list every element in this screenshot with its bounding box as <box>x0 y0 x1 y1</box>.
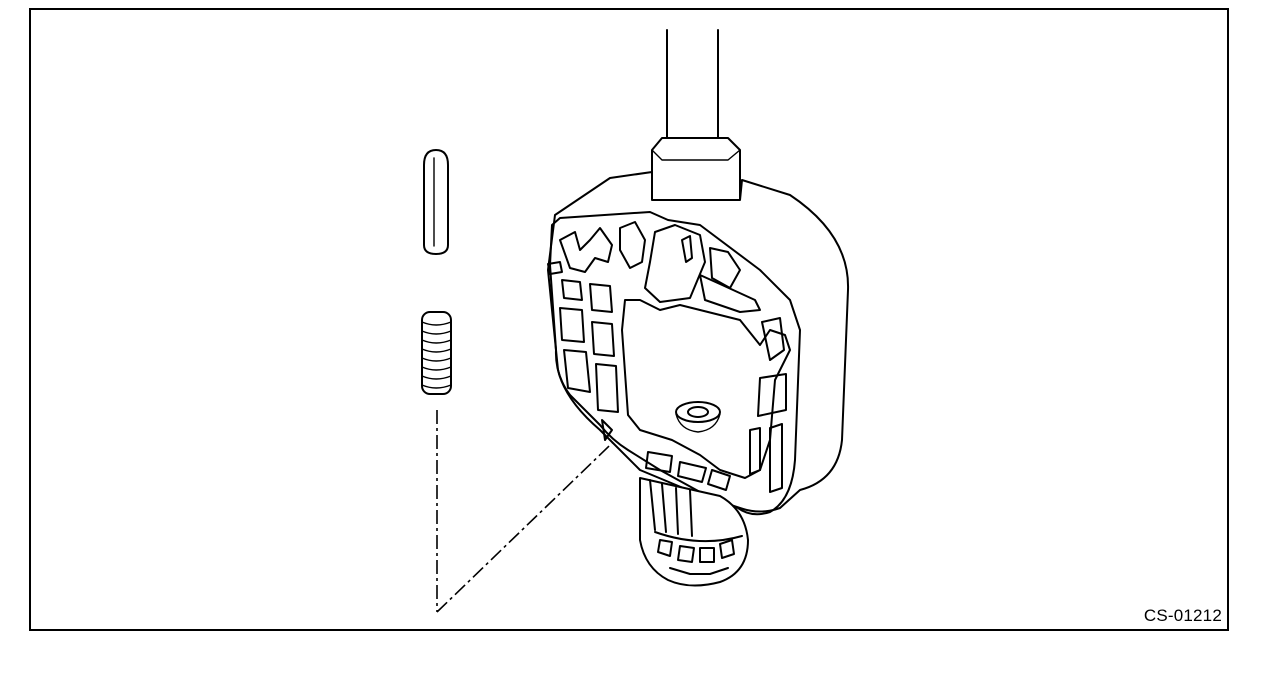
figure-code-label: CS-01212 <box>1143 606 1222 625</box>
spring-part <box>421 311 452 395</box>
pin-part <box>423 149 449 255</box>
lever-shaft <box>666 29 719 146</box>
lever-housing <box>547 137 850 516</box>
lever-knob <box>639 477 749 587</box>
